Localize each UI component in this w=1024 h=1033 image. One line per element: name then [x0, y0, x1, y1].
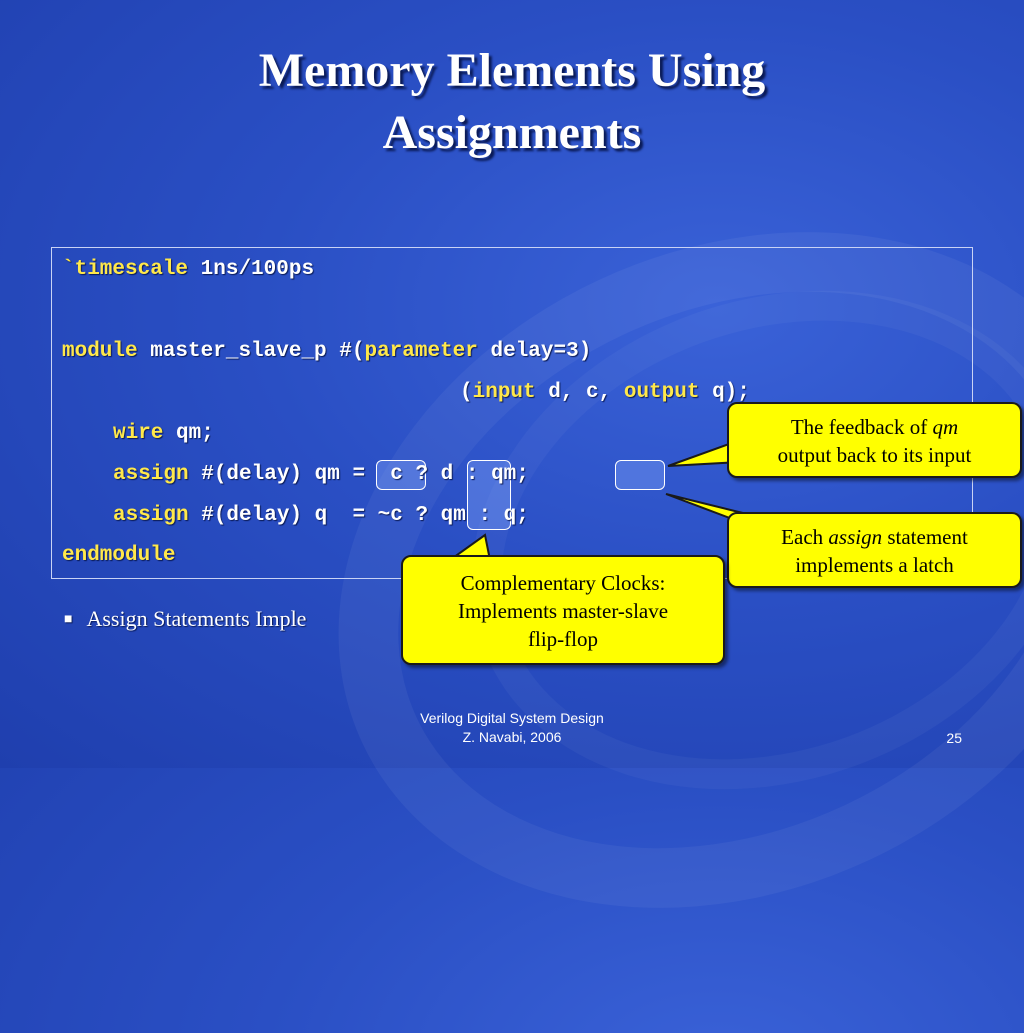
- callout-clocks-line1: Complementary Clocks:: [460, 571, 666, 595]
- footer-author: Z. Navabi, 2006: [462, 729, 562, 745]
- highlight-qm-lhs: [376, 460, 426, 490]
- highlight-qm-rhs: [615, 460, 665, 490]
- slide-footer: Verilog Digital System Design Z. Navabi,…: [312, 709, 712, 747]
- code-text: (: [460, 381, 473, 404]
- code-text: qm;: [163, 422, 214, 445]
- code-keyword: parameter: [364, 340, 478, 363]
- highlight-clock-column: [467, 460, 511, 530]
- code-line-assign-qm: assign #(delay) qm = c ? d : qm;: [113, 463, 529, 486]
- code-text: master_slave_p #(: [137, 340, 365, 363]
- square-bullet-icon: ■: [64, 612, 73, 627]
- callout-emphasis: assign: [828, 525, 883, 549]
- code-text: #(delay) qm = c ? d : qm;: [188, 463, 529, 486]
- callout-text: Each: [781, 525, 829, 549]
- callout-feedback-line1: The feedback of qm: [729, 413, 1020, 441]
- callout-emphasis: qm: [932, 415, 959, 439]
- code-text: 1ns/100ps: [188, 258, 315, 281]
- callout-clocks-line3: flip-flop: [528, 627, 598, 651]
- code-line-ports: (input d, c, output q);: [460, 381, 750, 404]
- code-keyword: assign: [113, 504, 189, 527]
- code-keyword: output: [623, 381, 700, 404]
- bullet-item: ■ Assign Statements Imple: [64, 606, 306, 632]
- code-keyword: `timescale: [62, 258, 189, 281]
- code-keyword: endmodule: [62, 544, 176, 567]
- code-keyword: wire: [113, 422, 164, 445]
- code-line-assign-q: assign #(delay) q = ~c ? qm : q;: [113, 504, 529, 527]
- title-line-2: Assignments: [382, 106, 642, 159]
- callout-assign-line1: Each assign statement: [729, 523, 1020, 551]
- code-text: #(delay) q = ~c ? qm : q;: [188, 504, 529, 527]
- footer-course: Verilog Digital System Design: [420, 710, 604, 726]
- code-keyword: module: [62, 340, 138, 363]
- callout-feedback-line2: output back to its input: [777, 443, 972, 467]
- callout-clocks-line2: Implements master-slave: [457, 599, 669, 623]
- code-line-wire: wire qm;: [113, 422, 214, 445]
- callout-feedback: The feedback of qm output back to its in…: [727, 402, 1022, 478]
- code-keyword: input: [472, 381, 536, 404]
- code-line-module: module master_slave_p #(parameter delay=…: [62, 340, 591, 363]
- callout-text: The feedback of: [790, 415, 933, 439]
- callout-text: statement: [882, 525, 968, 549]
- callout-assign-line2: implements a latch: [795, 553, 954, 577]
- code-keyword: assign: [113, 463, 189, 486]
- page-number: 25: [946, 730, 962, 746]
- code-text: delay=3): [477, 340, 592, 363]
- code-text: q);: [699, 381, 750, 404]
- bullet-text: Assign Statements Imple: [86, 606, 307, 631]
- callout-clocks: Complementary Clocks: Implements master-…: [401, 555, 725, 665]
- code-line-timescale: `timescale 1ns/100ps: [62, 258, 314, 281]
- slide-title: Memory Elements Using Assignments: [0, 40, 1024, 164]
- callout-assign: Each assign statement implements a latch: [727, 512, 1022, 588]
- title-line-1: Memory Elements Using: [258, 44, 766, 97]
- code-text: d, c,: [535, 381, 624, 404]
- code-line-endmodule: endmodule: [62, 544, 175, 567]
